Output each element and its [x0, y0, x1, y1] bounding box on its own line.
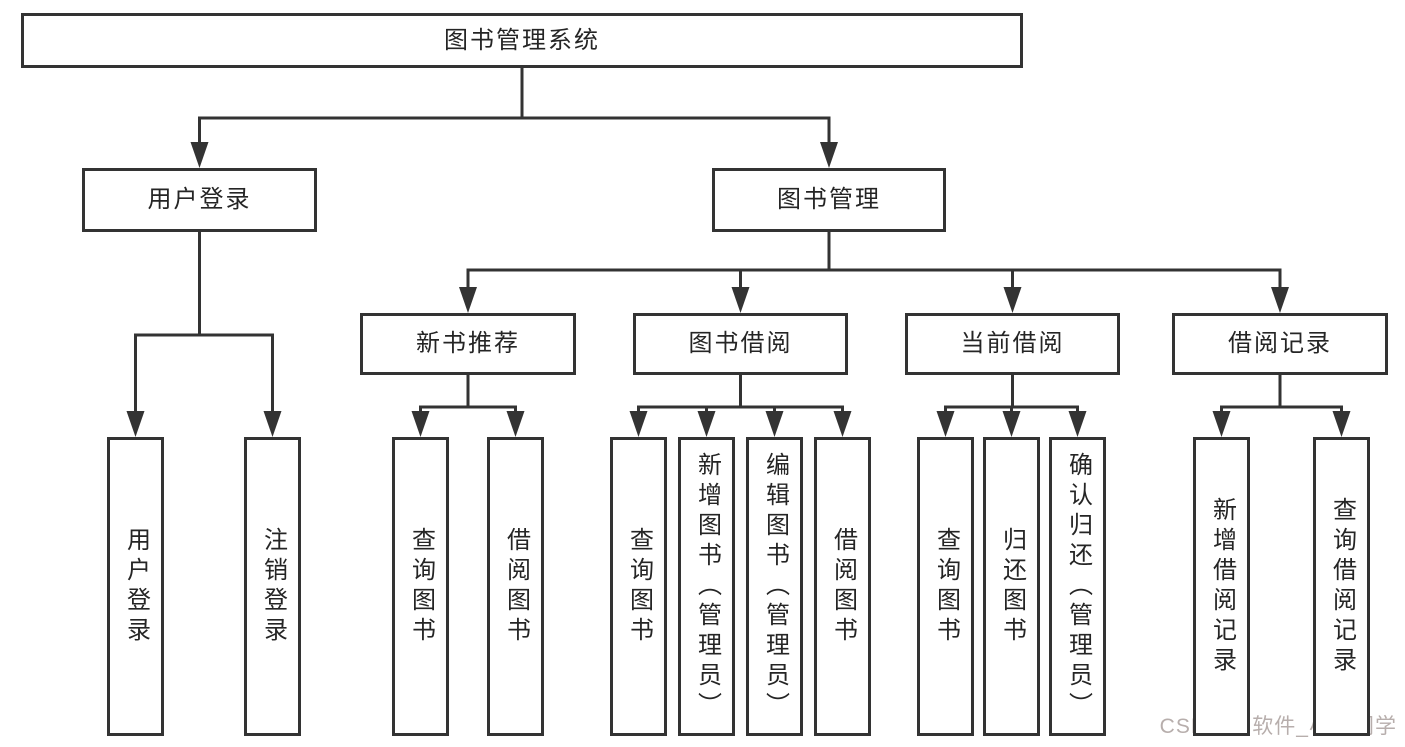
leaf-add-books-label: 新增图书（管理员）: [693, 451, 721, 722]
arrowhead-icon: [833, 411, 852, 437]
arrowhead-icon: [697, 411, 716, 437]
leaf-query-books-1-label: 查询图书: [407, 526, 435, 647]
node-borrow-record-label: 借阅记录: [1228, 330, 1332, 357]
node-new-book-rec: 新书推荐: [360, 313, 576, 375]
arrowhead-icon: [459, 287, 477, 313]
arrowhead-icon: [936, 411, 955, 437]
leaf-borrow-books-2: 借阅图书: [814, 437, 871, 736]
node-book-borrow-label: 图书借阅: [688, 330, 793, 357]
leaf-query-borrow-rec: 查询借阅记录: [1313, 437, 1370, 736]
leaf-query-books-1: 查询图书: [392, 437, 449, 736]
arrowhead-icon: [190, 142, 209, 168]
node-current-borrow-label: 当前借阅: [960, 330, 1065, 357]
leaf-return-books: 归还图书: [983, 437, 1040, 736]
arrowhead-icon: [506, 411, 525, 437]
leaf-edit-books-label: 编辑图书（管理员）: [761, 451, 789, 722]
node-book-mgmt: 图书管理: [712, 168, 946, 232]
leaf-edit-books: 编辑图书（管理员）: [746, 437, 803, 736]
node-borrow-record: 借阅记录: [1172, 313, 1388, 375]
leaf-user-login-label: 用户登录: [122, 526, 150, 647]
arrowhead-icon: [126, 411, 145, 437]
leaf-confirm-return: 确认归还（管理员）: [1049, 437, 1106, 736]
node-root-label: 图书管理系统: [444, 26, 600, 54]
node-new-book-rec-label: 新书推荐: [416, 330, 520, 357]
leaf-logout-label: 注销登录: [259, 526, 287, 647]
leaf-query-books-3: 查询图书: [917, 437, 974, 736]
node-user-login-label: 用户登录: [147, 186, 252, 213]
arrowhead-icon: [765, 411, 784, 437]
leaf-add-books: 新增图书（管理员）: [678, 437, 735, 736]
leaf-user-login: 用户登录: [107, 437, 164, 736]
leaf-logout: 注销登录: [244, 437, 301, 736]
leaf-return-books-label: 归还图书: [998, 526, 1026, 647]
node-user-login: 用户登录: [82, 168, 317, 232]
leaf-borrow-books-1-label: 借阅图书: [502, 526, 530, 647]
leaf-confirm-return-label: 确认归还（管理员）: [1064, 451, 1092, 722]
leaf-borrow-books-2-label: 借阅图书: [829, 526, 857, 647]
arrowhead-icon: [1068, 411, 1087, 437]
arrowhead-icon: [1271, 287, 1289, 313]
node-book-borrow: 图书借阅: [633, 313, 848, 375]
arrowhead-icon: [1332, 411, 1351, 437]
leaf-query-books-3-label: 查询图书: [932, 526, 960, 647]
arrowhead-icon: [731, 287, 750, 313]
node-root: 图书管理系统: [21, 13, 1023, 68]
node-book-mgmt-label: 图书管理: [777, 186, 881, 213]
arrowhead-icon: [1212, 411, 1231, 437]
leaf-query-books-2-label: 查询图书: [625, 526, 653, 647]
arrowhead-icon: [820, 142, 838, 168]
leaf-add-borrow-rec: 新增借阅记录: [1193, 437, 1250, 736]
arrowhead-icon: [1003, 287, 1022, 313]
leaf-add-borrow-rec-label: 新增借阅记录: [1208, 496, 1236, 677]
node-current-borrow: 当前借阅: [905, 313, 1120, 375]
leaf-query-books-2: 查询图书: [610, 437, 667, 736]
leaf-query-borrow-rec-label: 查询借阅记录: [1328, 496, 1356, 677]
arrowhead-icon: [629, 411, 648, 437]
arrowhead-icon: [263, 411, 282, 437]
arrowhead-icon: [411, 411, 430, 437]
arrowhead-icon: [1002, 411, 1021, 437]
leaf-borrow-books-1: 借阅图书: [487, 437, 544, 736]
